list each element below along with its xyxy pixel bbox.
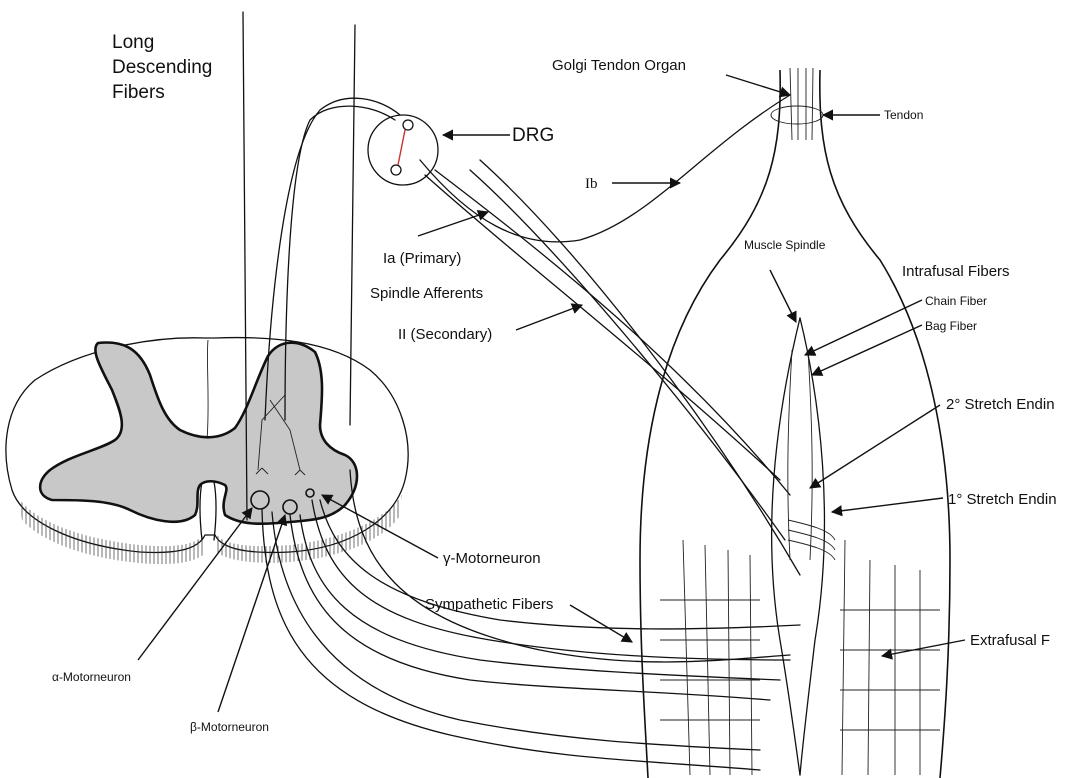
label-descending: Descending [112, 57, 212, 78]
label-ib: Ib [585, 176, 598, 192]
muscle-spindle [772, 318, 835, 775]
label-extrafusal: Extrafusal F [970, 632, 1050, 649]
label-tendon: Tendon [884, 108, 923, 122]
label-long: Long [112, 32, 154, 53]
label-intrafusal-fibers: Intrafusal Fibers [902, 263, 1010, 280]
label-spindle-afferents: Spindle Afferents [370, 285, 483, 302]
label-beta-motorneuron: β-Motorneuron [190, 720, 269, 734]
label-fibers: Fibers [112, 82, 165, 103]
drg-ganglion [368, 115, 438, 185]
label-muscle-spindle: Muscle Spindle [744, 238, 826, 252]
dorsal-sulcus [207, 340, 208, 440]
label-sympathetic-fibers: Sympathetic Fibers [425, 596, 553, 613]
label-golgi-tendon-organ: Golgi Tendon Organ [552, 57, 686, 74]
tendon-fibers [771, 68, 823, 140]
labels: Long Descending Fibers Golgi Tendon Orga… [52, 32, 1057, 734]
label-ia-primary: Ia (Primary) [383, 250, 461, 267]
label-gamma-motorneuron: γ-Motorneuron [443, 550, 541, 567]
label-chain-fiber: Chain Fiber [925, 294, 987, 308]
label-alpha-motorneuron: α-Motorneuron [52, 670, 131, 684]
muscle-body [640, 68, 950, 778]
label-secondary-stretch: 2° Stretch Endin [946, 396, 1055, 413]
efferent-fibers [262, 470, 800, 770]
label-drg: DRG [512, 125, 554, 146]
label-bag-fiber: Bag Fiber [925, 319, 977, 333]
label-ii-secondary: II (Secondary) [398, 326, 492, 343]
label-primary-stretch: 1° Stretch Endin [948, 491, 1057, 508]
spinal-cord-section [6, 338, 408, 565]
